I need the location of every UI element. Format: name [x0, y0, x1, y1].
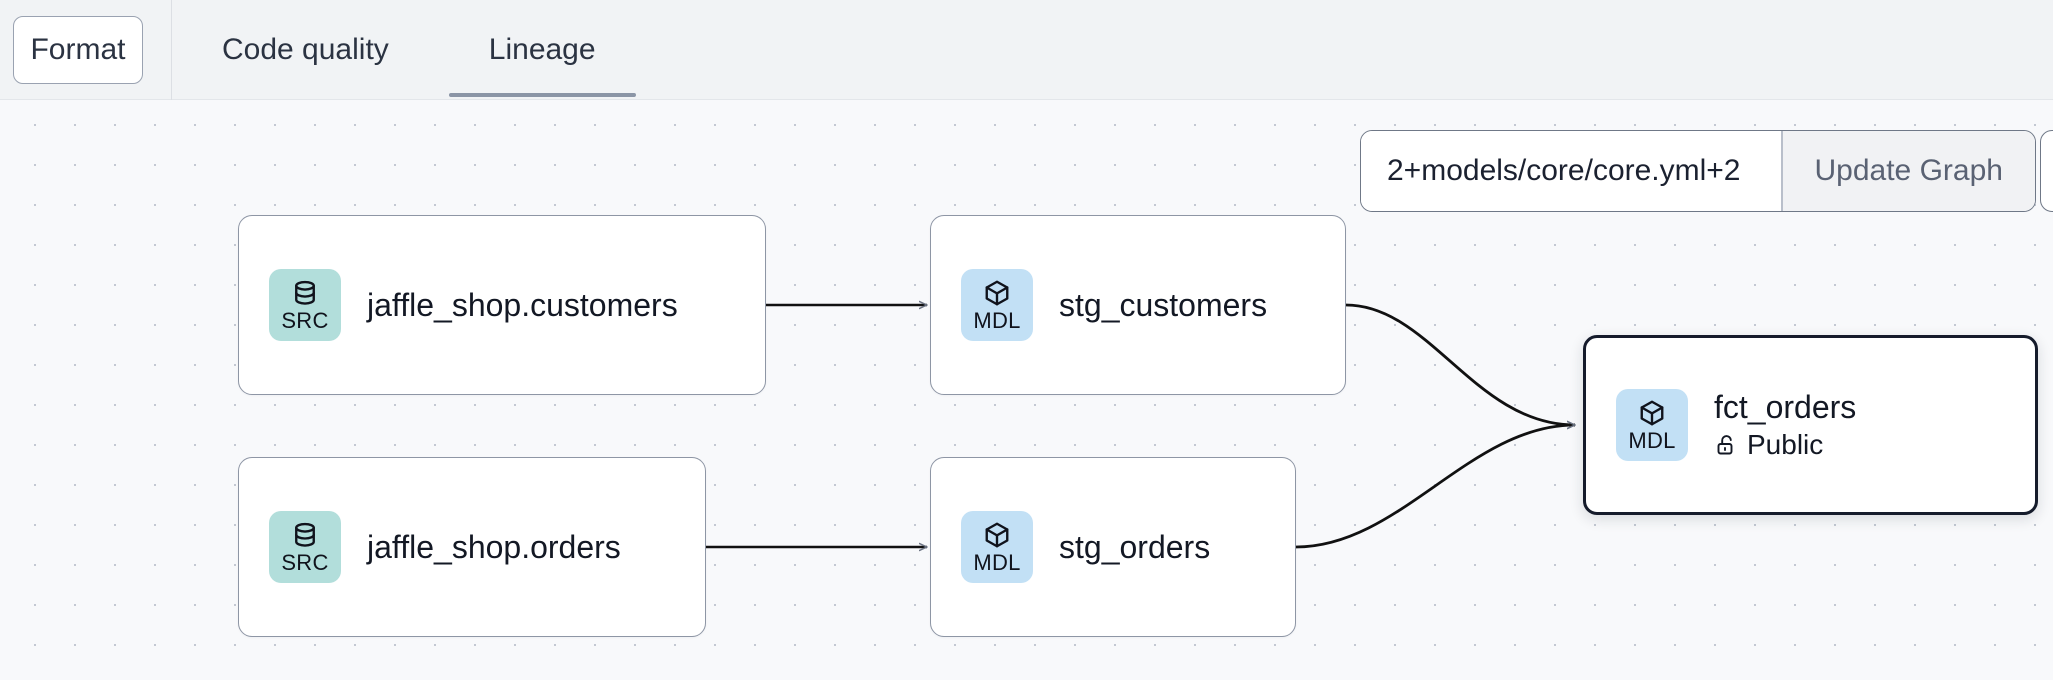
graph-node-jaffle-shop-orders[interactable]: SRC jaffle_shop.orders [238, 457, 706, 637]
graph-node-stg-orders[interactable]: MDL stg_orders [930, 457, 1296, 637]
graph-selector-group: Update Graph [1360, 130, 2036, 212]
node-badge-src: SRC [269, 511, 341, 583]
node-badge-label: MDL [973, 550, 1021, 575]
graph-side-control-stub[interactable] [2040, 130, 2053, 212]
node-visibility-label: Public [1747, 429, 1824, 461]
node-body: jaffle_shop.orders [367, 529, 621, 566]
node-title: stg_orders [1059, 528, 1211, 565]
tab-lineage[interactable]: Lineage [439, 0, 646, 100]
node-badge-mdl: MDL [961, 511, 1033, 583]
edge-stg-customers-to-fct-orders [1345, 303, 1575, 425]
node-badge-mdl: MDL [1616, 389, 1688, 461]
node-badge-label: MDL [1628, 428, 1676, 453]
node-visibility-badge: Public [1714, 429, 1856, 461]
format-button[interactable]: Format [13, 15, 143, 84]
tab-bar: Code quality Lineage [172, 0, 646, 100]
graph-node-jaffle-shop-customers[interactable]: SRC jaffle_shop.customers [238, 215, 766, 395]
graph-node-stg-customers[interactable]: MDL stg_customers [930, 215, 1346, 395]
selector-divider [1781, 131, 1783, 211]
toolbar-divider [171, 0, 172, 100]
graph-selector-input[interactable] [1361, 131, 1781, 211]
tab-code-quality[interactable]: Code quality [222, 32, 389, 66]
cube-icon [981, 520, 1013, 550]
node-body: stg_customers [1059, 287, 1267, 324]
node-title: jaffle_shop.customers [367, 286, 678, 323]
editor-toolbar: Format Code quality Lineage [0, 0, 2053, 100]
node-body: fct_orders Public [1714, 389, 1856, 462]
node-badge-label: SRC [281, 308, 329, 333]
cube-icon [1636, 398, 1668, 428]
database-icon [289, 520, 321, 550]
node-title: jaffle_shop.orders [367, 528, 621, 565]
node-badge-label: SRC [281, 550, 329, 575]
node-badge-label: MDL [973, 308, 1021, 333]
lineage-canvas[interactable]: SRC jaffle_shop.customers SRC jaffle_sh [0, 100, 2053, 680]
node-body: jaffle_shop.customers [367, 287, 678, 324]
database-icon [289, 278, 321, 308]
node-body: stg_orders [1059, 529, 1210, 566]
node-badge-mdl: MDL [961, 269, 1033, 341]
unlock-icon [1714, 432, 1738, 458]
node-badge-src: SRC [269, 269, 341, 341]
update-graph-button[interactable]: Update Graph [1782, 131, 2035, 211]
node-title: stg_customers [1059, 286, 1268, 323]
graph-node-fct-orders[interactable]: MDL fct_orders Public [1583, 335, 2038, 515]
edge-stg-orders-to-fct-orders [1295, 425, 1575, 549]
cube-icon [981, 278, 1013, 308]
node-title: fct_orders [1714, 388, 1857, 425]
